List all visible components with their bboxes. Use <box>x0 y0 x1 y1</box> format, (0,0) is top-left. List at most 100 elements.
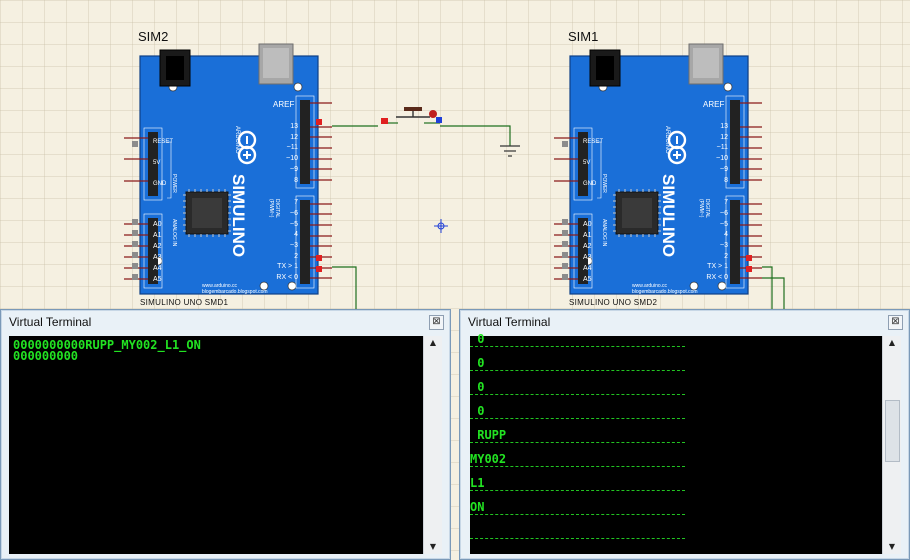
pin-11: ~11 <box>716 144 728 152</box>
pin-13: 13 <box>290 123 298 130</box>
pin-a1: A1 <box>153 232 162 239</box>
terminal-line: MY002 <box>470 451 690 475</box>
pin-tx: TX > 1 <box>277 263 298 271</box>
pin-5: ~5 <box>720 220 728 228</box>
terminal-line-text: MY002 <box>470 452 507 466</box>
scroll-up-arrow[interactable]: ▲ <box>429 338 437 347</box>
scroll-down-arrow[interactable]: ▼ <box>888 542 896 551</box>
virtual-terminal-right[interactable]: Virtual Terminal ⊠ 0 0 0 0 RUPP MY002 L1… <box>459 309 910 560</box>
scrollbar-thumb[interactable] <box>885 400 900 462</box>
board-ref-right: SIM1 <box>568 29 599 44</box>
terminal-line: RUPP <box>470 427 690 451</box>
pin-6: ~6 <box>290 209 298 217</box>
terminal-line: ON <box>470 499 690 523</box>
terminal-title: Virtual Terminal <box>9 315 92 329</box>
terminal-line-text: 0 <box>470 356 485 370</box>
pin-a2: A2 <box>153 243 162 250</box>
terminal-line-text: RUPP <box>470 428 507 442</box>
terminal-scrollbar[interactable]: ▲ ▼ <box>423 336 442 554</box>
terminal-line <box>470 523 690 547</box>
power-pin-labels: RESET 5V GND <box>153 132 173 195</box>
pin-rx: RX < 0 <box>276 274 298 282</box>
pin-5: ~5 <box>290 220 298 228</box>
terminal-title: Virtual Terminal <box>468 315 551 329</box>
pin-a5: A5 <box>153 276 162 283</box>
pin-4: 4 <box>724 231 728 239</box>
brand-label: SIMULINO <box>229 174 248 258</box>
site1-label: www.arduino.cc <box>632 283 668 289</box>
terminal-scrollbar[interactable]: ▲ ▼ <box>882 336 901 554</box>
pin-12: 12 <box>290 133 298 141</box>
pin-gnd: GND <box>153 181 167 187</box>
aref-label: AREF <box>273 100 295 109</box>
pin-reset: RESET <box>583 139 604 145</box>
pin-5v: 5V <box>153 160 161 166</box>
board-ref-left: SIM2 <box>138 29 169 44</box>
pin-a0: A0 <box>153 221 162 228</box>
pin-7: 7 <box>724 199 728 207</box>
terminal-line: 0 <box>470 403 690 427</box>
pin-rx: RX < 0 <box>706 274 728 282</box>
close-icon[interactable]: ⊠ <box>429 315 444 330</box>
site2-label: blogembarcado.blogspot.com <box>202 289 268 295</box>
pin-12: 12 <box>720 133 728 141</box>
push-button-switch[interactable] <box>381 107 442 124</box>
terminal-screen[interactable]: 0000000000RUPP_MY002_L1_ON 000000000 <box>9 336 423 554</box>
terminal-line: 0 <box>470 331 690 355</box>
terminal-line: 0 <box>470 379 690 403</box>
pin-a5: A5 <box>583 276 592 283</box>
terminal-screen[interactable]: 0 0 0 0 RUPP MY002 L1 ON <box>470 332 882 554</box>
close-icon[interactable]: ⊠ <box>888 315 903 330</box>
pin-reset: RESET <box>153 139 174 145</box>
terminal-line: 0 <box>470 355 690 379</box>
board-silkscreen-right: AREF SIMULINO ARDUINO www.arduino.cc blo… <box>570 56 748 295</box>
power-pin-labels: RESET 5V GND <box>583 132 603 195</box>
terminal-line-text: ON <box>470 500 485 514</box>
pin-3: ~3 <box>290 242 298 250</box>
ground-symbol <box>500 145 520 157</box>
pin-2: 2 <box>724 252 728 260</box>
pin-a1: A1 <box>583 232 592 239</box>
analog-pin-labels: A0 A1 A2 A3 A4 A5 <box>153 219 162 285</box>
terminal-line-text: 0 <box>470 404 485 418</box>
scroll-up-arrow[interactable]: ▲ <box>888 338 896 347</box>
pin-8: 8 <box>294 176 298 184</box>
scroll-down-arrow[interactable]: ▼ <box>429 542 437 551</box>
pin-gnd: GND <box>583 181 597 187</box>
pin-10: ~10 <box>286 155 298 163</box>
pin-9: ~9 <box>720 165 728 173</box>
pin-3: ~3 <box>720 242 728 250</box>
virtual-terminal-left[interactable]: Virtual Terminal ⊠ 0000000000RUPP_MY002_… <box>0 309 451 560</box>
pin-10: ~10 <box>716 155 728 163</box>
analog-group-label: ANALOG IN <box>171 219 177 247</box>
brand-label: SIMULINO <box>659 174 678 258</box>
terminal-line: 0000000000RUPP_MY002_L1_ON <box>13 338 201 352</box>
digital-pin-labels: 13 12 ~11 ~10 ~9 8 7 ~6 ~5 4 ~3 2 TX > 1… <box>698 122 728 284</box>
pin-2: 2 <box>294 252 298 260</box>
pin-a2: A2 <box>583 243 592 250</box>
terminal-line: L1 <box>470 475 690 499</box>
digital-pin-labels: 13 12 ~11 ~10 ~9 8 7 ~6 ~5 4 ~3 2 TX > 1… <box>268 122 298 284</box>
pin-7: 7 <box>294 199 298 207</box>
pin-9: ~9 <box>290 165 298 173</box>
pin-a3: A3 <box>583 254 592 261</box>
site1-label: www.arduino.cc <box>202 283 238 289</box>
pin-tx: TX > 1 <box>707 263 728 271</box>
pin-11: ~11 <box>286 144 298 152</box>
pin-5v: 5V <box>583 160 591 166</box>
pin-a0: A0 <box>583 221 592 228</box>
pin-8: 8 <box>724 176 728 184</box>
analog-pin-labels: A0 A1 A2 A3 A4 A5 <box>583 219 592 285</box>
pin-a4: A4 <box>583 265 592 272</box>
terminal-line-text: 0 <box>470 380 485 394</box>
aref-label: AREF <box>703 100 725 109</box>
terminal-line-text: 0 <box>470 332 485 346</box>
board-model-left: SIMULINO UNO SMD1 <box>140 298 229 307</box>
arduino-label: ARDUINO <box>664 126 670 154</box>
board-model-right: SIMULINO UNO SMD2 <box>569 298 658 307</box>
crosshair-cursor <box>434 219 448 233</box>
pin-6: ~6 <box>720 209 728 217</box>
pin-4: 4 <box>294 231 298 239</box>
analog-group-label: ANALOG IN <box>601 219 607 247</box>
